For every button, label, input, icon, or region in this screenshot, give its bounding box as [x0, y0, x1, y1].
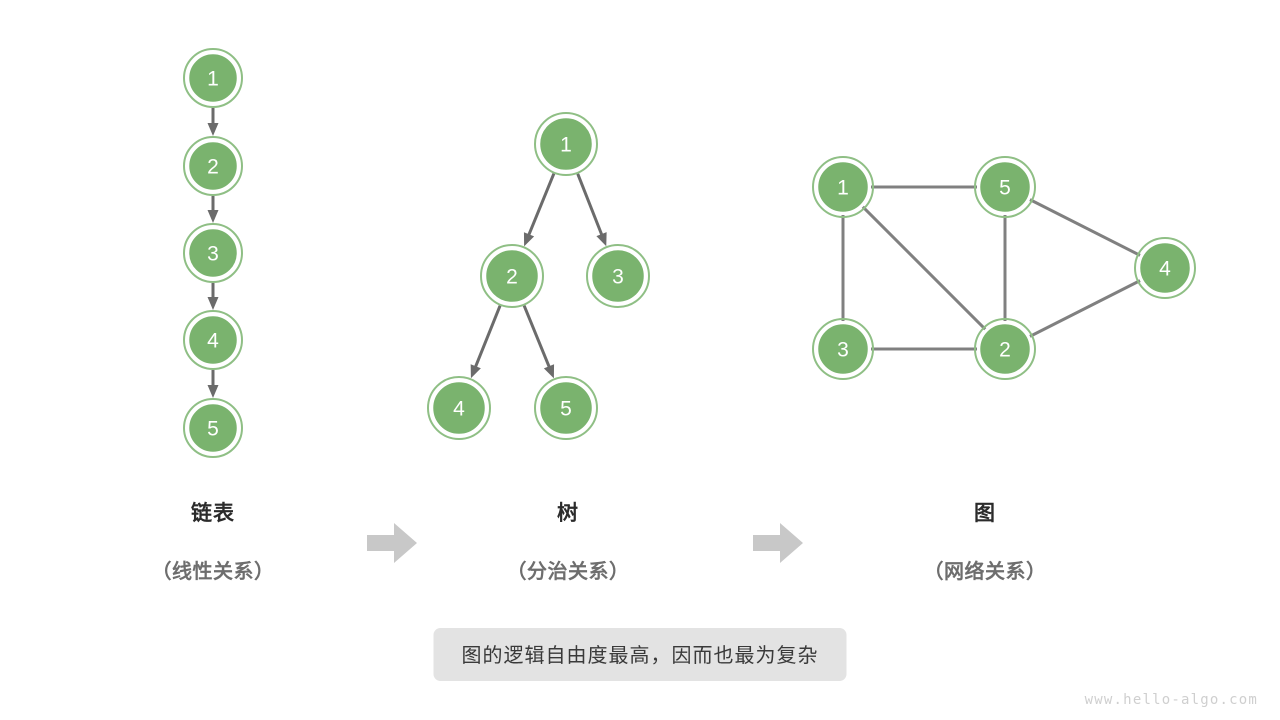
caption-box: 图的逻辑自由度最高，因而也最为复杂 [433, 628, 847, 681]
node-value-label: 5 [999, 177, 1011, 200]
node-value-label: 2 [207, 156, 219, 179]
edges-layer [207, 108, 1141, 398]
section-subtitle-linked-list: （线性关系） [151, 561, 275, 583]
arrow-tree-to-graph-icon [753, 522, 803, 564]
edge-arrow-head [207, 210, 219, 223]
node-body [430, 379, 488, 437]
edge-line [1029, 198, 1141, 257]
node-body [537, 379, 595, 437]
section-subtitle-tree: （分治关系） [506, 561, 630, 583]
edge-arrow-line [473, 305, 502, 369]
edge-arrow-head [207, 385, 219, 398]
node-body [186, 313, 240, 367]
node-outer-ring [183, 48, 243, 108]
edge-arrow-head [470, 364, 481, 379]
node-linked-list-4[interactable]: 4 [183, 310, 243, 370]
node-outer-ring [1134, 237, 1196, 299]
node-tree-2[interactable]: 2 [480, 244, 544, 308]
node-outer-ring [183, 223, 243, 283]
node-value-label: 5 [207, 418, 219, 441]
node-value-label: 1 [207, 68, 219, 91]
node-value-label: 1 [560, 134, 572, 157]
edge-arrow-head [523, 232, 535, 247]
node-body [186, 401, 240, 455]
node-outer-ring [427, 376, 491, 440]
node-value-label: 3 [207, 243, 219, 266]
node-value-label: 5 [560, 398, 572, 421]
node-linked-list-2[interactable]: 2 [183, 136, 243, 196]
node-value-label: 4 [207, 330, 219, 353]
section-title-linked-list: 链表 [191, 502, 235, 525]
node-body [815, 159, 871, 215]
node-outer-ring [812, 318, 874, 380]
node-outer-ring [183, 398, 243, 458]
node-outer-ring [534, 376, 598, 440]
node-body [186, 139, 240, 193]
node-tree-1[interactable]: 1 [534, 112, 598, 176]
node-value-label: 4 [1159, 258, 1171, 281]
node-body [1137, 240, 1193, 296]
node-body [589, 247, 647, 305]
node-graph-2[interactable]: 2 [974, 318, 1036, 380]
node-value-label: 2 [999, 339, 1011, 362]
edge-arrow-head [207, 123, 219, 136]
node-outer-ring [974, 156, 1036, 218]
watermark: www.hello-algo.com [1084, 692, 1258, 708]
node-outer-ring [534, 112, 598, 176]
node-value-label: 1 [837, 177, 849, 200]
section-title-graph: 图 [974, 502, 996, 525]
node-outer-ring [183, 136, 243, 196]
node-value-label: 4 [453, 398, 465, 421]
node-linked-list-1[interactable]: 1 [183, 48, 243, 108]
edge-arrow-head [596, 232, 607, 247]
section-subtitle-graph: （网络关系） [923, 561, 1047, 583]
node-linked-list-5[interactable]: 5 [183, 398, 243, 458]
node-tree-3[interactable]: 3 [586, 244, 650, 308]
node-outer-ring [974, 318, 1036, 380]
node-graph-1[interactable]: 1 [812, 156, 874, 218]
arrow-list-to-tree-icon [367, 522, 417, 564]
node-body [483, 247, 541, 305]
node-body [977, 321, 1033, 377]
node-body [186, 51, 240, 105]
node-outer-ring [812, 156, 874, 218]
node-body [186, 226, 240, 280]
node-value-label: 3 [837, 339, 849, 362]
node-graph-4[interactable]: 4 [1134, 237, 1196, 299]
node-value-label: 3 [612, 266, 624, 289]
edge-arrow-line [576, 173, 604, 237]
node-graph-5[interactable]: 5 [974, 156, 1036, 218]
node-outer-ring [183, 310, 243, 370]
edge-arrow-line [522, 305, 552, 369]
node-outer-ring [480, 244, 544, 308]
node-body [537, 115, 595, 173]
node-tree-5[interactable]: 5 [534, 376, 598, 440]
node-body [815, 321, 871, 377]
section-title-tree: 树 [557, 502, 579, 525]
node-graph-3[interactable]: 3 [812, 318, 874, 380]
edge-arrow-line [526, 173, 556, 237]
node-body [977, 159, 1033, 215]
edge-arrow-head [543, 364, 555, 379]
node-outer-ring [586, 244, 650, 308]
edge-line [1029, 279, 1141, 338]
node-value-label: 2 [506, 266, 518, 289]
node-linked-list-3[interactable]: 3 [183, 223, 243, 283]
edge-line [861, 205, 987, 331]
node-tree-4[interactable]: 4 [427, 376, 491, 440]
nodes-layer: 1 2 3 4 5 1 2 3 4 5 1 5 3 2 4 [183, 48, 1196, 458]
edge-arrow-head [207, 297, 219, 310]
